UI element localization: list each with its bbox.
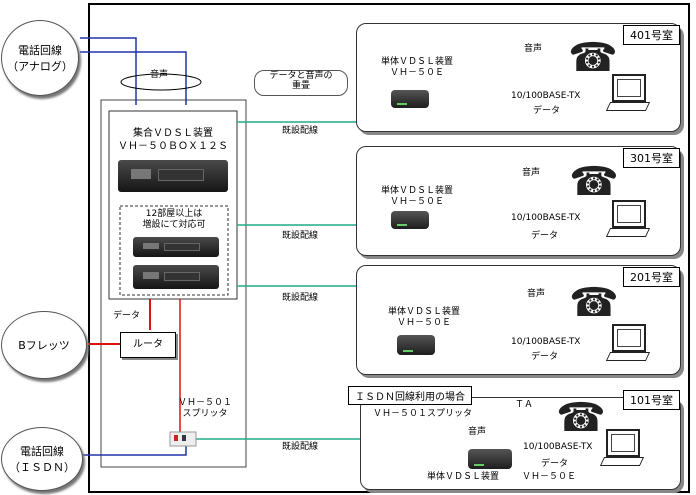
room-401-data: データ [533,106,561,116]
room-101-data: データ [541,459,569,469]
room-101-vdsl [468,449,512,469]
room-401-label: 401号室 [623,25,680,45]
room-101-isdn-note: ＩＳＤＮ回線利用の場合 [348,386,472,405]
analog-line-b [80,51,187,105]
phone-icon: ☎ [569,280,619,326]
isdn-line-sub: （ＩＳＤＮ） [9,461,75,474]
expansion-box [119,205,229,296]
room-201-data: データ [531,352,559,362]
analog-line-a [80,37,137,105]
room-201-model: ＶＨ－５０Ｅ [396,318,451,328]
room-101-ta: ＴＡ [515,400,534,410]
main-device-name: 集合ＶＤＳＬ装置 [133,128,213,139]
room-201-voice: 音声 [527,289,546,299]
trunk-voice-label: 音声 [150,70,169,80]
wiring-label-101: 既設配線 [282,442,319,452]
isdn-line-label: 電話回線 [20,445,64,458]
expansion-device-2 [133,265,219,289]
phone-icon: ☎ [569,159,619,205]
router-data-label: データ [113,311,141,321]
room-201-lan: 10/100BASE-TX [511,337,581,347]
main-device-model: ＶＨ－５０ＢＯＸ１２Ｓ [118,141,228,152]
callout-line2: 重畳 [291,81,310,92]
room-301-vdsl [391,211,429,229]
main-device-image [118,160,228,192]
room-101-splitter: ＶＨ－５０１スプリッタ [373,409,473,419]
building-frame [88,3,690,493]
analog-line-label: 電話回線 [18,44,62,57]
room-301-label: 301号室 [623,148,680,168]
room-301-data: データ [531,231,559,241]
room-201-device: 単体ＶＤＳＬ装置 [387,307,460,317]
room-401-lan: 10/100BASE-TX [511,91,581,101]
room-401-voice: 音声 [524,44,543,54]
room-301-device: 単体ＶＤＳＬ装置 [380,186,453,196]
room-101-voice: 音声 [468,427,487,437]
analog-line-oval: 電話回線 （アナログ） [1,20,79,96]
router-box: ルータ [120,332,176,358]
phone-icon: ☎ [556,395,606,441]
room-401-device: 単体ＶＤＳＬ装置 [380,57,453,67]
room-101 [360,397,681,490]
isdn-line [80,446,187,456]
splitter-main-line2: スプリッタ [182,409,228,419]
wiring-label-301: 既設配線 [282,231,319,241]
room-201-label: 201号室 [623,267,680,287]
wiring-label-201: 既設配線 [282,293,319,303]
room-301-lan: 10/100BASE-TX [511,213,581,223]
analog-line-sub: （アナログ） [7,60,73,73]
room-101-lan: 10/100BASE-TX [523,442,593,452]
callout-bubble: データと音声の 重畳 [254,70,348,96]
bflets-label: Bフレッツ [18,339,70,352]
expansion-note-1: 12部屋以上は [145,209,203,219]
room-101-model: ＶＨ－５０Ｅ [522,472,577,482]
room-101-device: 単体ＶＤＳＬ装置 [427,472,500,482]
expansion-note-2: 増設にて対応可 [142,220,206,230]
room-401-vdsl [391,90,429,108]
callout-line1: データと音声の [269,71,333,81]
splitter-main-line1: ＶＨ－５０１ [177,398,232,408]
wiring-label-401: 既設配線 [282,126,319,136]
room-301-model: ＶＨ－５０Ｅ [389,197,444,207]
expansion-device-1 [133,237,219,257]
room-201-vdsl [397,335,435,355]
phone-icon: ☎ [568,35,618,81]
voice-bundle [120,73,202,91]
bflets-oval: Bフレッツ [1,311,87,379]
room-401-model: ＶＨ－５０Ｅ [389,68,444,78]
isdn-line-oval: 電話回線 （ＩＳＤＮ） [1,427,83,491]
room-301-voice: 音声 [522,168,541,178]
room-101-label: 101号室 [623,390,680,410]
